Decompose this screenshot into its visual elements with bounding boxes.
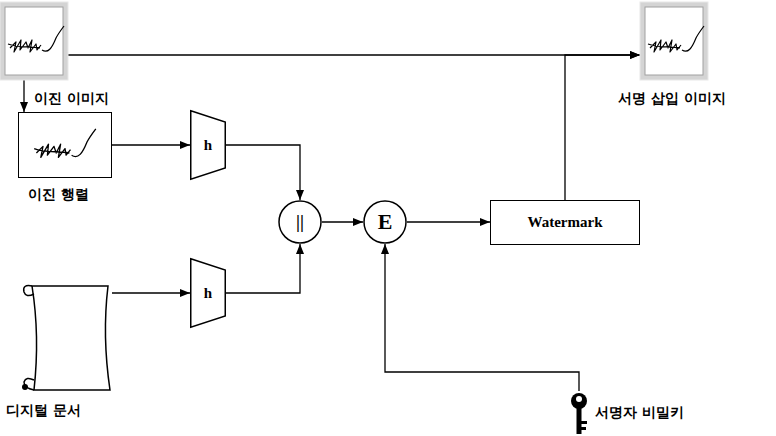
image-box: 이진 이미지 — [0, 2, 68, 80]
concat-circle: || — [278, 200, 322, 244]
text-holder: E — [363, 200, 407, 244]
operator-circle — [279, 201, 321, 243]
scroll-knob — [22, 384, 28, 390]
document-scroll: 디지털 문서 — [18, 278, 112, 395]
arrow-connector — [226, 244, 300, 293]
frame-inner — [5, 7, 63, 75]
scroll-illustration — [18, 278, 112, 395]
matrix-illustration — [18, 112, 112, 178]
node-label: 서명 삽입 이미지 — [618, 90, 726, 107]
frame-inner — [645, 7, 703, 75]
node-text: E — [378, 211, 393, 233]
text-holder: || — [278, 200, 322, 244]
node-text: || — [296, 213, 304, 231]
hash-trapezoid — [191, 111, 226, 180]
text-holder: h — [190, 258, 226, 328]
image-box: 서명 삽입 이미지 — [640, 2, 708, 80]
hash-box: h — [190, 258, 226, 328]
arrow-connector — [112, 144, 190, 145]
node-text: h — [204, 138, 212, 153]
arrow-connector — [407, 221, 490, 222]
node-label: 서명자 비밀키 — [595, 404, 684, 421]
hash-box: h — [190, 110, 226, 180]
node-label: 디지털 문서 — [6, 402, 81, 419]
key-node: 서명자 비밀키 — [565, 391, 705, 435]
arrow-connector — [226, 145, 300, 200]
scroll-paper — [32, 286, 110, 390]
key-tooth — [581, 421, 587, 424]
signature — [8, 26, 64, 52]
signature-stroke — [648, 26, 704, 52]
frame-outer — [0, 2, 68, 80]
node-label: 이진 이미지 — [34, 90, 109, 107]
node-label: 이진 행렬 — [28, 186, 89, 203]
key-hole — [576, 396, 582, 402]
key-tooth — [581, 427, 586, 430]
matrix-frame — [19, 113, 112, 178]
signature — [34, 129, 96, 158]
frame-illustration — [640, 2, 708, 80]
arrow-connector — [322, 221, 363, 222]
arrow-connector — [112, 292, 190, 293]
operator-circle — [364, 201, 406, 243]
frame-illustration — [0, 2, 68, 80]
matrix-box: 이진 행렬 — [18, 112, 112, 178]
node-text: h — [204, 286, 212, 301]
arrow-connector — [385, 244, 579, 391]
hash-trapezoid — [191, 259, 226, 328]
arrow-connector — [565, 55, 640, 200]
node-text: Watermark — [528, 215, 603, 230]
text-holder: Watermark — [491, 201, 639, 244]
arrow-connector — [23, 80, 24, 112]
scroll-curl — [24, 286, 34, 296]
signature-stroke — [34, 129, 96, 158]
key-illustration — [565, 391, 593, 435]
key-shaft — [577, 407, 582, 434]
key-bow — [571, 393, 587, 409]
process-box: Watermark — [490, 200, 640, 245]
arrow-connector — [68, 54, 640, 55]
frame-outer — [640, 2, 708, 80]
signature-stroke — [8, 26, 64, 52]
signature — [648, 26, 704, 52]
encrypt-circle: E — [363, 200, 407, 244]
text-holder: h — [190, 110, 226, 180]
